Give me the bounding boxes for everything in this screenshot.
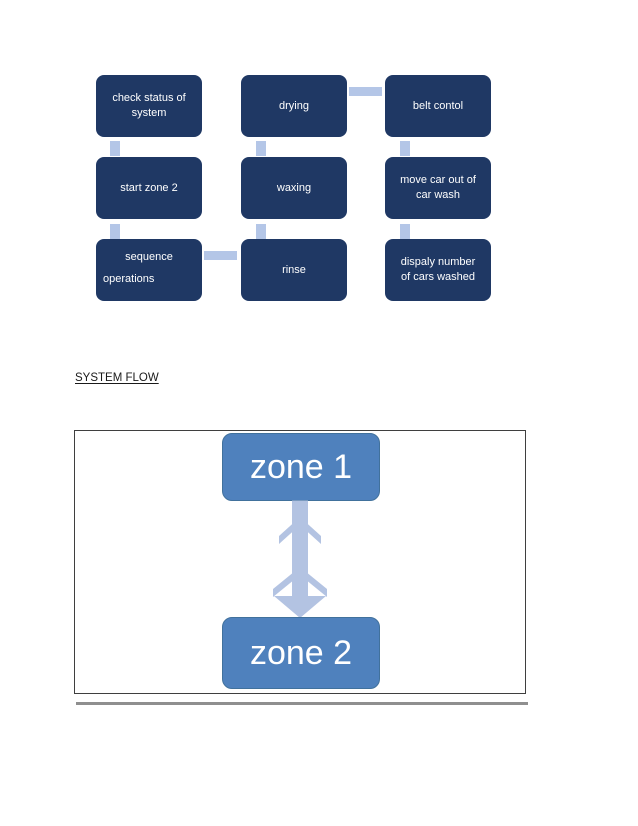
connector-vertical [400,224,410,239]
arrow-chevron-lower [273,567,327,597]
connector-horizontal [204,251,237,260]
zone2-box: zone 2 [222,617,380,689]
flowchart-box-label: rinse [282,263,306,276]
flowchart-box-belt-contol: belt contol [385,75,491,137]
connector-vertical [110,141,120,156]
flowchart-box-label-line1: sequence [125,251,173,263]
flowchart-box-label-line2: operations [103,272,155,285]
connector-vertical [110,224,120,239]
connector-vertical [400,141,410,156]
flowchart-box-rinse: rinse [241,239,347,301]
flowchart-box-label: dispaly number of cars washed [400,256,476,283]
arrow-shaft [292,500,308,601]
connector-horizontal [349,87,382,96]
arrow-head [274,596,326,618]
flowchart-box-drying: drying [241,75,347,137]
flowchart-box-move-car-out: move car out of car wash [385,157,491,219]
flowchart-box-display-count: dispaly number of cars washed [385,239,491,301]
flowchart-box-start-zone-2: start zone 2 [96,157,202,219]
flowchart-box-waxing: waxing [241,157,347,219]
down-arrow-icon [273,500,327,618]
connector-vertical [256,224,266,239]
section-title: SYSTEM FLOW [75,372,159,384]
flowchart-box-label: check status of system [112,92,186,119]
flowchart-box-label: waxing [276,181,312,194]
zone2-label: zone 2 [249,633,353,672]
arrow-chevron-upper [279,517,321,544]
horizontal-rule [76,702,528,705]
flowchart-box-label: belt contol [412,99,464,112]
flowchart-box-sequence-operations: sequence operations [96,239,202,301]
flowchart-box-check-status: check status of system [96,75,202,137]
zone1-label: zone 1 [249,447,353,486]
flowchart-box-label: start zone 2 [120,181,178,194]
zone1-box: zone 1 [222,433,380,501]
flowchart-box-label: drying [279,99,309,112]
connector-vertical [256,141,266,156]
flowchart-box-label: move car out of car wash [400,174,476,201]
